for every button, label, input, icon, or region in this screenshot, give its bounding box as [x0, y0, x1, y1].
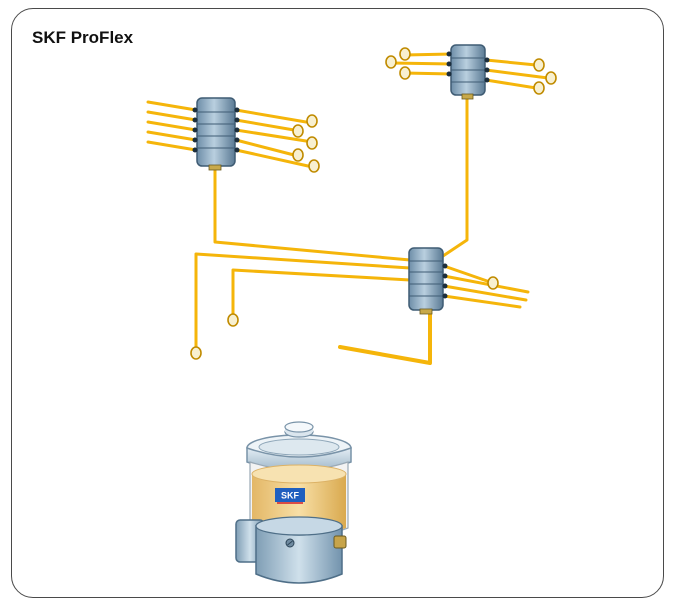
- lube-point-icon: [308, 159, 320, 173]
- lube-point-icon: [487, 276, 499, 290]
- skf-logo: [275, 488, 305, 502]
- lube-point-icon: [545, 71, 557, 85]
- pipe-center-out-3: [442, 284, 528, 302]
- pipe-left-in-1: [146, 100, 198, 112]
- figure-title: SKF ProFlex: [32, 28, 134, 47]
- lube-point-icon: [306, 114, 318, 128]
- distributor-center: [408, 247, 448, 315]
- lube-point-icon: [292, 124, 304, 138]
- pipe-left-out-5: [234, 148, 310, 168]
- lube-point-icon: [533, 58, 545, 72]
- pump-reservoir: SKF: [235, 421, 352, 584]
- pipe-main-feed: [338, 310, 432, 365]
- pipe-left-out-2: [234, 118, 296, 132]
- pipe-tr-out-2: [484, 68, 550, 80]
- pipe-center-out-4: [442, 294, 522, 309]
- pipe-left-out-3: [234, 128, 308, 143]
- pipe-left-in-3: [146, 120, 198, 132]
- lube-point-icon: [533, 81, 545, 95]
- lubrication-points: [190, 47, 557, 360]
- pipe-left-in-2: [146, 110, 198, 122]
- pipe-branch-nearleft: [231, 268, 412, 318]
- pipe-center-out-2: [442, 274, 530, 294]
- pipe-left-in-4: [146, 130, 198, 142]
- pipe-center-out-1: [442, 264, 492, 284]
- pipe-tr-out-1: [484, 58, 538, 67]
- lube-point-icon: [306, 136, 318, 150]
- lube-point-icon: [227, 313, 239, 327]
- pipe-network: [146, 52, 550, 365]
- pipe-tr-out-3: [484, 78, 538, 90]
- pipe-left-out-1: [234, 108, 308, 124]
- pipe-tr-feed: [438, 93, 469, 260]
- lube-point-icon: [385, 55, 397, 69]
- pipe-tr-in-3: [402, 71, 454, 76]
- lube-point-icon: [190, 346, 202, 360]
- lube-point-icon: [399, 66, 411, 80]
- distributor-left: [192, 97, 240, 171]
- pipe-left-out-4: [234, 138, 296, 157]
- lube-point-icon: [399, 47, 411, 61]
- pipe-left-in-5: [146, 140, 198, 152]
- pipe-branch-farleft: [194, 252, 412, 350]
- pipe-tr-in-1: [402, 52, 454, 57]
- outlet-fitting: [333, 535, 347, 549]
- skf-logo-text: SKF: [281, 491, 300, 501]
- pipe-tr-in-2: [390, 61, 454, 66]
- distributor-top-right: [446, 44, 490, 100]
- lube-point-icon: [292, 148, 304, 162]
- pipe-left-feed: [213, 166, 412, 262]
